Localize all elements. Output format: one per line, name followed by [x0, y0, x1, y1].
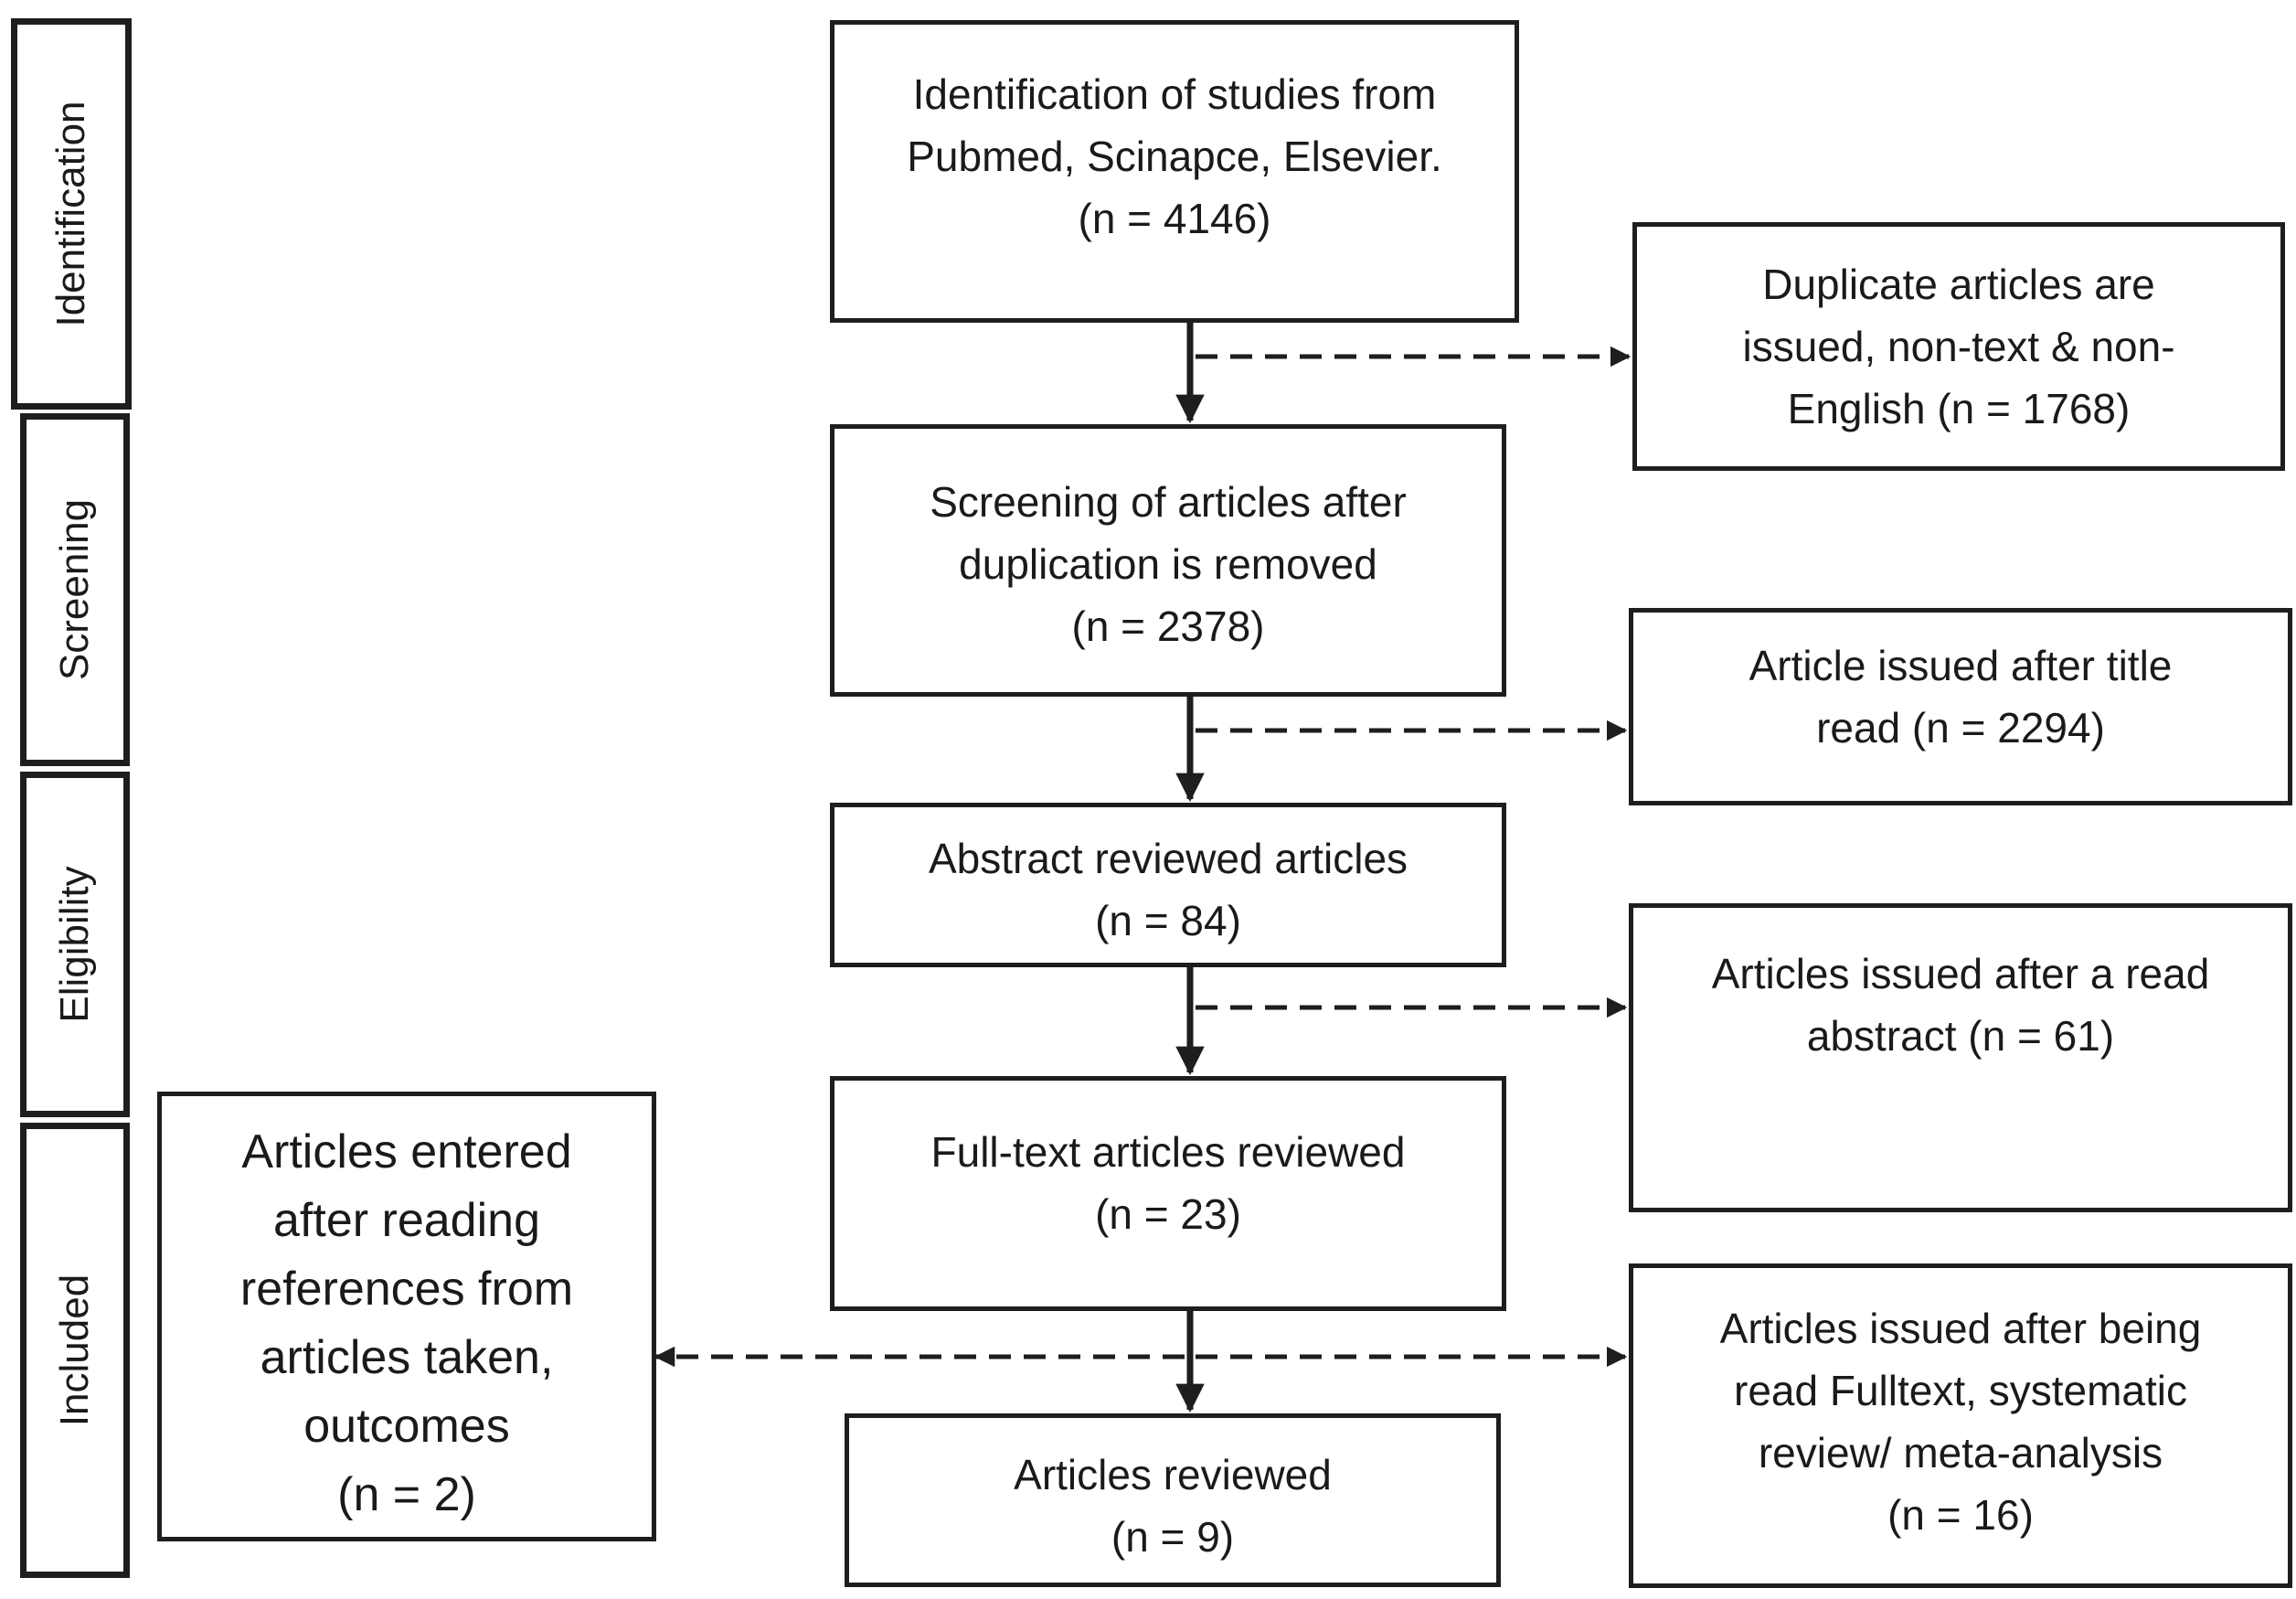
box-fulltext-review: Full-text articles reviewed (n = 23)	[830, 1076, 1506, 1311]
stage-eligibility: Eligibility	[20, 772, 130, 1117]
stage-screening: Screening	[20, 413, 130, 766]
box-abstract-review: Abstract reviewed articles (n = 84)	[830, 803, 1506, 967]
box-excluded-abstract-line-2: abstract (n = 61)	[1806, 1012, 2115, 1060]
box-added-references-line-2: after reading	[273, 1194, 540, 1247]
box-excluded-fulltext-line-1: Articles issued after being	[1719, 1305, 2202, 1352]
box-abstract-review-line-1: Abstract reviewed articles	[928, 835, 1408, 882]
box-added-references-line-3: references from	[239, 1263, 574, 1316]
box-identification-line-1: Identification of studies from	[912, 70, 1437, 118]
box-articles-reviewed-line-1: Articles reviewed	[1014, 1451, 1332, 1498]
box-screening: Screening of articles after duplication …	[830, 424, 1506, 697]
stage-included: Included	[20, 1123, 130, 1578]
box-excluded-title: Article issued after title read (n = 229…	[1629, 608, 2292, 805]
box-added-references-line-5: outcomes	[303, 1400, 510, 1453]
box-excluded-fulltext-line-2: read Fulltext, systematic	[1734, 1367, 2187, 1414]
box-excluded-fulltext: Articles issued after being read Fulltex…	[1629, 1263, 2292, 1588]
box-screening-line-3: (n = 2378)	[1071, 602, 1265, 650]
box-excluded-duplicates-line-1: Duplicate articles are	[1762, 261, 2155, 308]
box-excluded-duplicates-line-3: English (n = 1768)	[1787, 385, 2131, 432]
box-abstract-review-line-2: (n = 84)	[1095, 897, 1241, 944]
box-identification: Identification of studies from Pubmed, S…	[830, 20, 1519, 323]
box-screening-line-1: Screening of articles after	[930, 478, 1407, 526]
box-added-references-line-4: articles taken,	[260, 1331, 554, 1384]
box-fulltext-review-line-2: (n = 23)	[1095, 1190, 1241, 1238]
box-articles-reviewed-line-2: (n = 9)	[1111, 1513, 1235, 1561]
box-excluded-abstract: Articles issued after a read abstract (n…	[1629, 903, 2292, 1212]
box-excluded-abstract-line-1: Articles issued after a read	[1711, 950, 2210, 997]
box-excluded-title-line-1: Article issued after title	[1749, 642, 2173, 689]
box-excluded-duplicates-line-2: issued, non-text & non-	[1742, 323, 2175, 370]
box-excluded-fulltext-line-4: (n = 16)	[1887, 1491, 2034, 1539]
box-articles-reviewed: Articles reviewed (n = 9)	[845, 1413, 1501, 1587]
box-identification-line-2: Pubmed, Scinapce, Elsevier.	[907, 133, 1442, 180]
box-identification-line-3: (n = 4146)	[1078, 195, 1271, 242]
box-added-references-line-6: (n = 2)	[337, 1468, 476, 1521]
stage-identification: Identification	[11, 18, 132, 410]
box-excluded-title-line-2: read (n = 2294)	[1816, 704, 2105, 752]
box-fulltext-review-line-1: Full-text articles reviewed	[930, 1128, 1406, 1176]
box-excluded-duplicates: Duplicate articles are issued, non-text …	[1632, 222, 2285, 471]
box-added-references: Articles entered after reading reference…	[157, 1092, 656, 1541]
box-excluded-fulltext-line-3: review/ meta-analysis	[1758, 1429, 2163, 1476]
box-added-references-line-1: Articles entered	[241, 1125, 572, 1178]
box-screening-line-2: duplication is removed	[959, 540, 1377, 588]
